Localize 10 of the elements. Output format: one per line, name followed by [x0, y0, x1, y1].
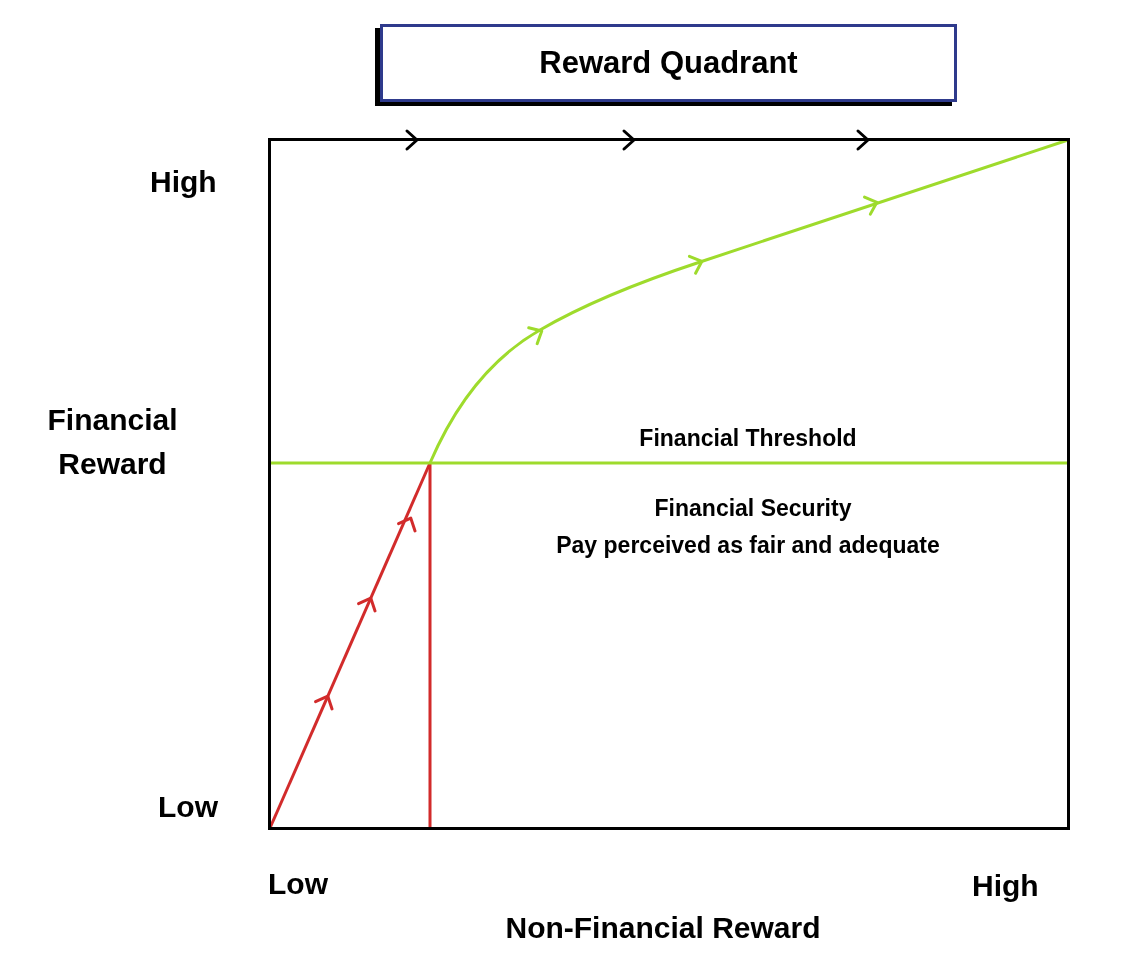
axis-title: Non-Financial Reward: [505, 910, 821, 946]
axis-tick-label: Low: [268, 866, 329, 902]
threshold-label: Financial Threshold: [639, 424, 857, 453]
zone-description: Pay perceived as fair and adequate: [556, 531, 940, 560]
axis-title: Financial Reward: [46, 402, 179, 482]
zone-heading: Financial Security: [654, 494, 852, 523]
quadrant-frame: [268, 138, 1070, 830]
axis-tick-label: High: [150, 164, 218, 200]
axis-tick-label: High: [972, 868, 1040, 904]
axis-tick-label: Low: [158, 789, 219, 825]
